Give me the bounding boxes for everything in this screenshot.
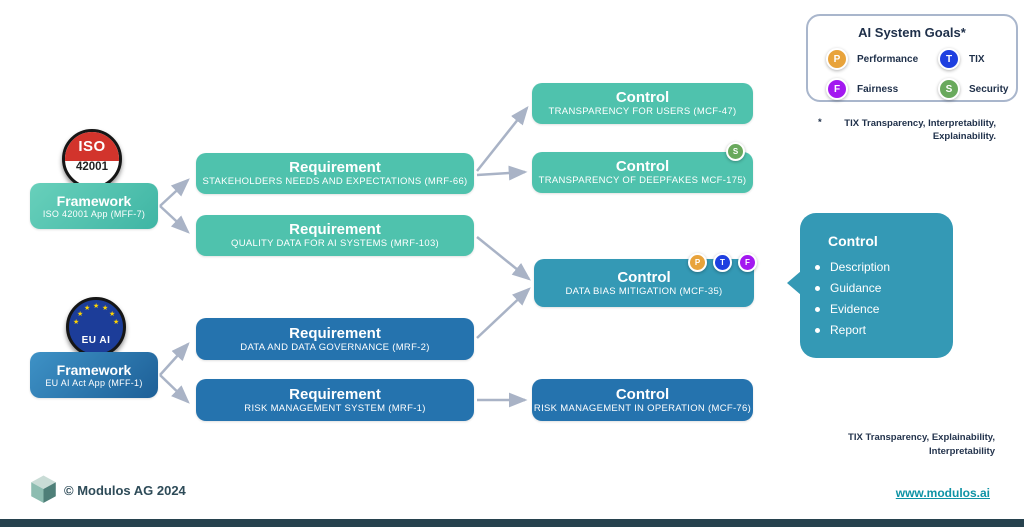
legend-grid: P Performance T TIX F Fairness S Securit… (808, 40, 1016, 100)
footnote-asterisk: * (818, 117, 822, 128)
framework-title: Framework (56, 192, 132, 209)
requirement-title: Requirement (289, 159, 381, 177)
tix-side-note: TIX Transparency, Explainability, Interp… (848, 432, 995, 457)
requirement-title: Requirement (289, 324, 381, 342)
list-item: Description (815, 260, 953, 274)
list-item: Report (815, 323, 953, 337)
list-item: Guidance (815, 281, 953, 295)
framework-title: Framework (56, 361, 132, 378)
requirement-node-data-governance: Requirement DATA AND DATA GOVERNANCE (MR… (196, 318, 474, 360)
security-goal-icon: S (726, 142, 745, 161)
framework-subtitle: ISO 42001 App (MFF-7) (42, 208, 146, 219)
eu-star-icon: ★ (84, 305, 91, 312)
control-subtitle: TRANSPARENCY FOR USERS (MCF-47) (548, 106, 737, 118)
framework-subtitle: EU AI Act App (MFF-1) (45, 377, 143, 388)
arrow-fw2-req4 (159, 374, 190, 404)
framework-node-eu-ai-act: Framework EU AI Act App (MFF-1) (30, 352, 158, 398)
requirement-node-risk-management: Requirement RISK MANAGEMENT SYSTEM (MRF-… (196, 379, 474, 421)
legend-label-performance: Performance (857, 53, 919, 65)
legend-item-tix: T TIX (938, 48, 1016, 70)
requirement-node-quality-data: Requirement QUALITY DATA FOR AI SYSTEMS … (196, 215, 474, 256)
bottom-divider-bar (0, 519, 1024, 527)
requirement-subtitle: QUALITY DATA FOR AI SYSTEMS (MRF-103) (231, 238, 439, 250)
control-detail-title: Control (828, 233, 878, 249)
arrow-req2-ctl3 (476, 236, 531, 281)
fairness-goal-icon: F (826, 78, 848, 100)
legend-item-fairness: F Fairness (826, 78, 938, 100)
control-goal-badges: P T F (688, 253, 757, 272)
requirement-title: Requirement (289, 221, 381, 239)
legend-label-tix: TIX (969, 53, 985, 65)
eu-star-icon: ★ (102, 305, 109, 312)
performance-goal-icon: P (688, 253, 707, 272)
eu-star-icon: ★ (109, 311, 116, 318)
requirement-subtitle: STAKEHOLDERS NEEDS AND EXPECTATIONS (MRF… (202, 176, 468, 188)
performance-goal-icon: P (826, 48, 848, 70)
control-detail-panel: Control Description Guidance Evidence Re… (787, 213, 953, 358)
iso-42001-badge-icon: ISO 42001 (62, 129, 122, 189)
eu-star-icon: ★ (113, 319, 120, 326)
eu-star-icon: ★ (73, 319, 80, 326)
control-subtitle: RISK MANAGEMENT IN OPERATION (MCF-76) (533, 402, 752, 414)
control-title: Control (615, 385, 670, 403)
website-link[interactable]: www.modulos.ai (895, 486, 990, 500)
control-title: Control (617, 268, 671, 286)
tix-goal-icon: T (938, 48, 960, 70)
fairness-goal-icon: F (738, 253, 757, 272)
requirement-subtitle: DATA AND DATA GOVERNANCE (MRF-2) (240, 341, 430, 353)
arrow-fw1-req1 (159, 178, 190, 207)
eu-badge-label: EU AI (81, 335, 111, 346)
control-subtitle: TRANSPARENCY OF DEEPFAKES MCF-175) (538, 175, 747, 187)
legend-item-performance: P Performance (826, 48, 938, 70)
control-node-transparency-deepfakes: Control TRANSPARENCY OF DEEPFAKES MCF-17… (532, 152, 753, 193)
iso-badge-top-label: ISO (65, 132, 119, 162)
requirement-title: Requirement (289, 385, 381, 403)
list-item: Evidence (815, 302, 953, 316)
arrow-req1-ctl2 (476, 165, 528, 181)
legend-label-fairness: Fairness (857, 83, 899, 95)
control-node-risk-management-operation: Control RISK MANAGEMENT IN OPERATION (MC… (532, 379, 753, 421)
requirement-node-stakeholders: Requirement STAKEHOLDERS NEEDS AND EXPEC… (196, 153, 474, 194)
legend-label-security: Security (969, 83, 1009, 95)
arrow-fw1-req2 (159, 205, 190, 234)
eu-ai-badge-icon: ★ ★ ★ ★ ★ ★ ★ EU AI (66, 297, 126, 357)
copyright-text: © Modulos AG 2024 (64, 483, 186, 498)
control-detail-list: Description Guidance Evidence Report (800, 260, 953, 337)
legend-item-security: S Security (938, 78, 1016, 100)
control-title: Control (615, 158, 670, 176)
modulos-cube-logo-icon (31, 475, 56, 503)
tix-goal-icon: T (713, 253, 732, 272)
control-title: Control (615, 89, 670, 107)
legend-footnote: * TIX Transparency, Interpretability, Ex… (818, 117, 996, 144)
iso-badge-bottom-label: 42001 (76, 161, 108, 174)
requirement-subtitle: RISK MANAGEMENT SYSTEM (MRF-1) (244, 402, 426, 414)
arrow-req1-ctl1 (476, 106, 529, 172)
eu-star-icon: ★ (77, 311, 84, 318)
security-goal-icon: S (938, 78, 960, 100)
eu-star-icon: ★ (93, 303, 100, 310)
control-node-transparency-users: Control TRANSPARENCY FOR USERS (MCF-47) (532, 83, 753, 124)
footnote-text: TIX Transparency, Interpretability, Expl… (844, 118, 996, 143)
arrow-req3-ctl3 (476, 287, 531, 339)
legend-ai-system-goals: AI System Goals* P Performance T TIX F F… (806, 14, 1018, 102)
framework-node-iso-42001: Framework ISO 42001 App (MFF-7) (30, 183, 158, 229)
legend-title: AI System Goals* (858, 25, 966, 40)
arrow-fw2-req3 (159, 342, 190, 376)
control-subtitle: DATA BIAS MITIGATION (MCF-35) (565, 285, 723, 297)
